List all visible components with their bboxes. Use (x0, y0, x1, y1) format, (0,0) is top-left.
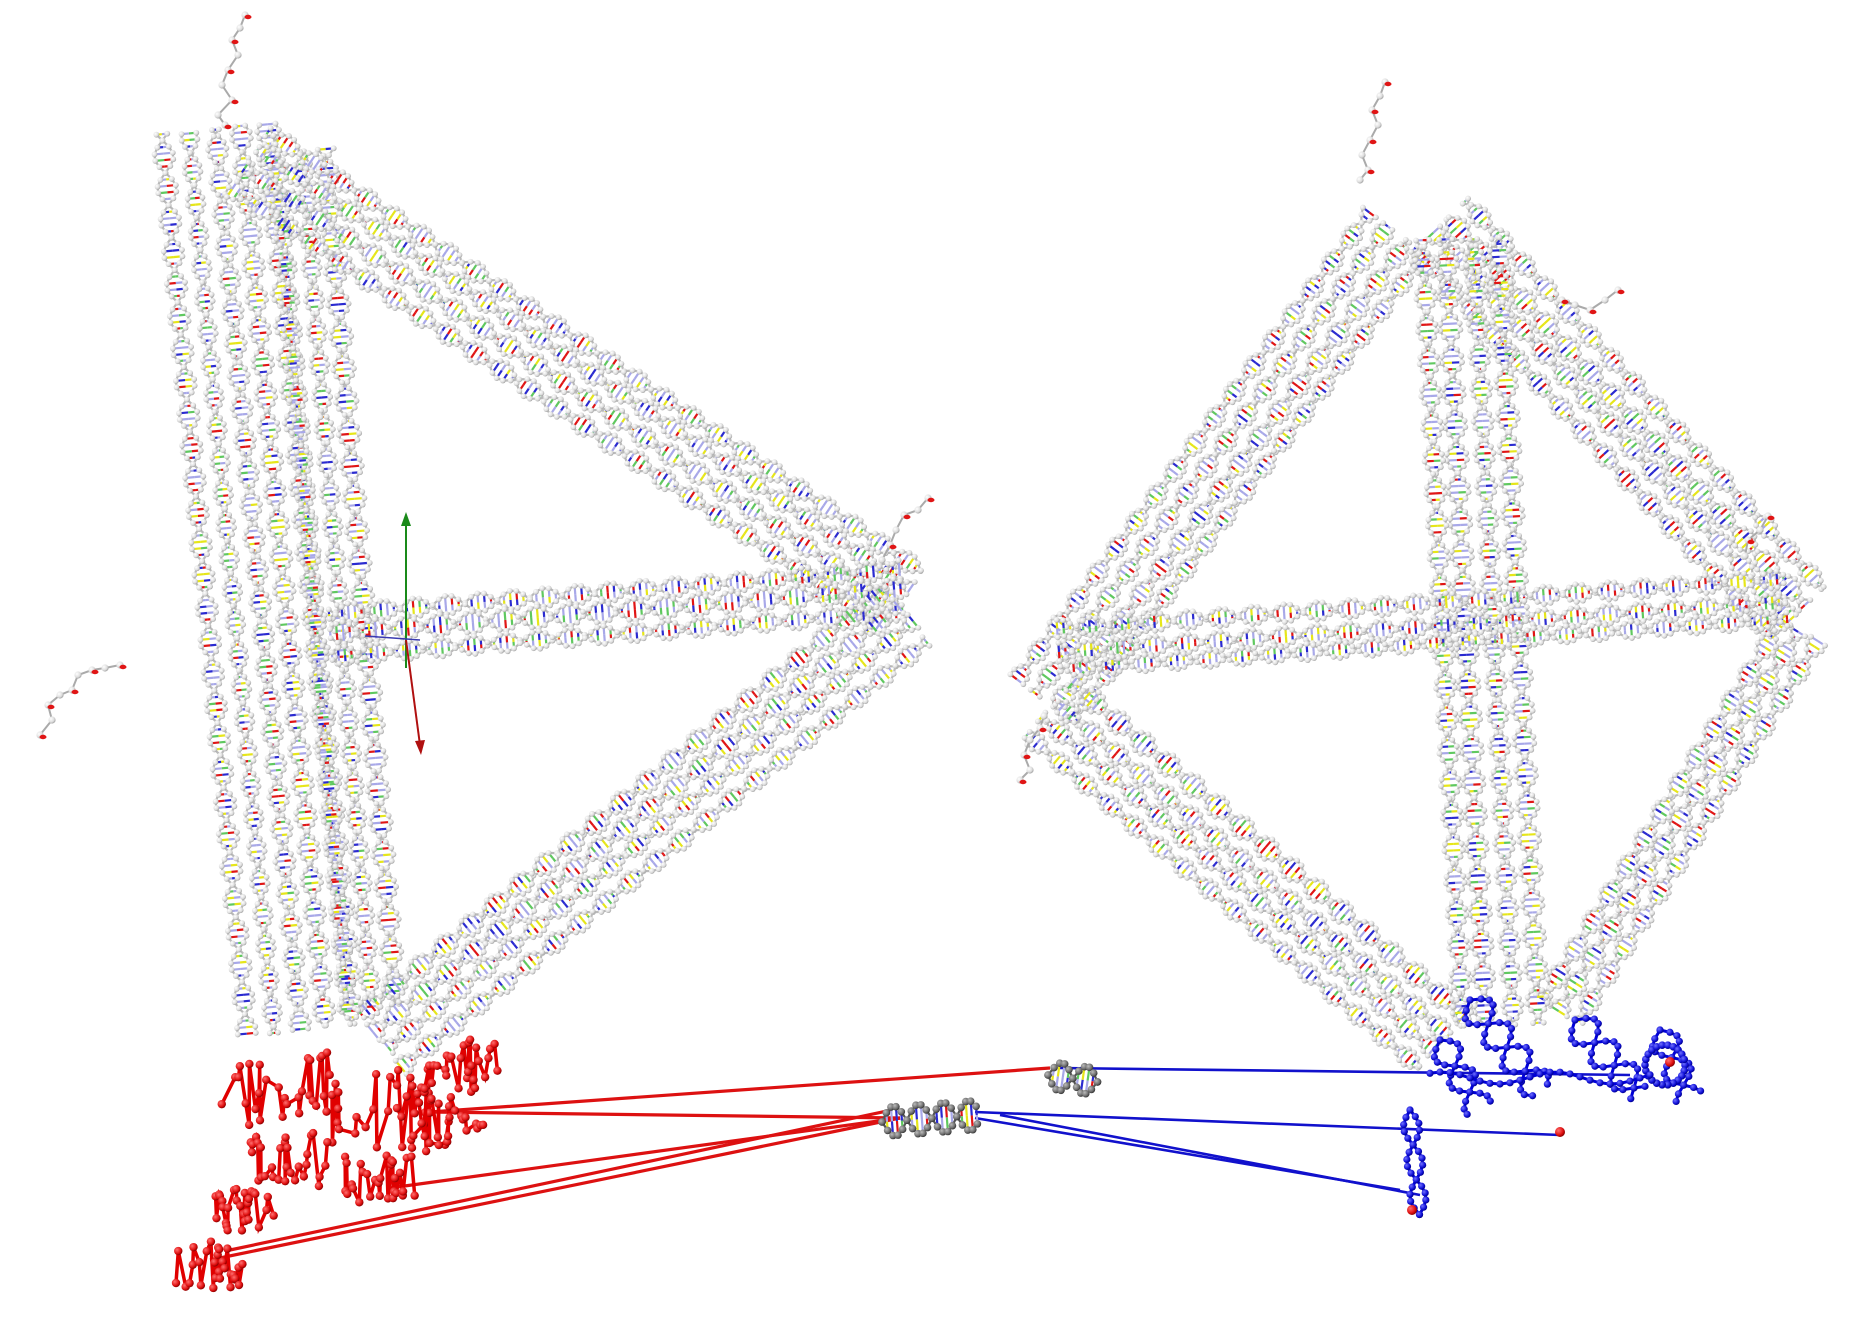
connector-lines (209, 1066, 1631, 1262)
red-connector-line (429, 1110, 901, 1120)
left-highlighted-strands (171, 1035, 502, 1293)
red-connector-line (389, 1116, 901, 1190)
right-octahedral-origami (1007, 78, 1828, 1071)
central-duplex-helices (878, 1059, 1102, 1140)
blue-connector-line (974, 1110, 1561, 1137)
blue-connector-line (999, 1113, 1421, 1197)
left-tetrahedral-origami (36, 11, 935, 1077)
red-connector-line (209, 1116, 901, 1262)
blue-connector-line (1059, 1066, 1631, 1077)
axis-gizmo-icon[interactable] (364, 512, 425, 755)
right-highlighted-strands (1400, 995, 1705, 1219)
red-connector-line (229, 1108, 893, 1252)
red-connector-line (429, 1066, 1051, 1114)
